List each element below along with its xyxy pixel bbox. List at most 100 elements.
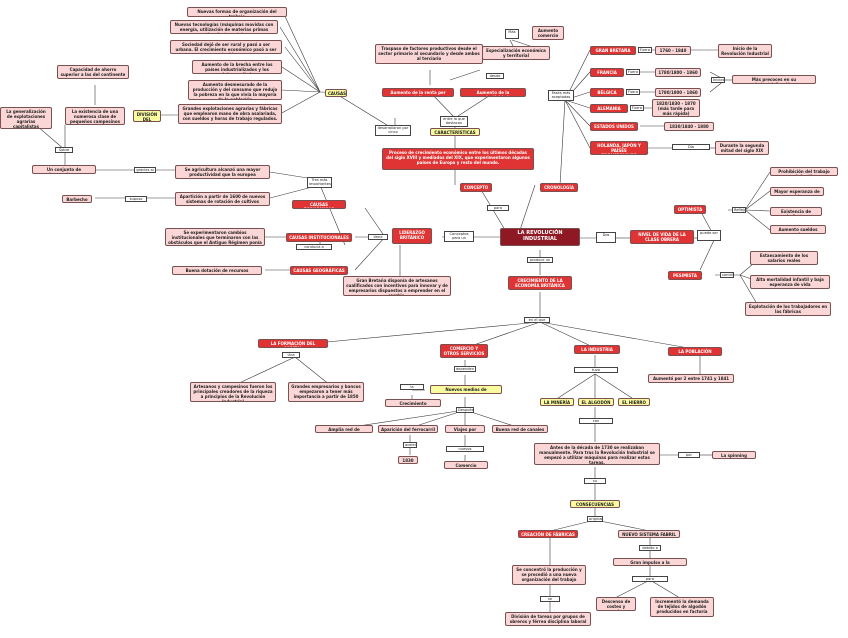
- node-gran-bretana[interactable]: GRAN BRETAÑA: [590, 46, 636, 55]
- node-revolucion-industrial[interactable]: LA REVOLUCIÓN INDUSTRIAL: [500, 228, 580, 246]
- node-causas[interactable]: CAUSAS: [325, 89, 347, 97]
- node-ahorro[interactable]: Capacidad de ahorro superior a las del c…: [57, 65, 129, 79]
- link-label-dentro: tiene: [368, 234, 388, 240]
- node-productividad[interactable]: Aumento de la productividad: [460, 88, 526, 97]
- link-label-proporc: por ejemplo: [678, 452, 700, 458]
- node-comercio-exterior[interactable]: Comercio exterior: [444, 461, 488, 469]
- node-pes-2[interactable]: Alta mortalidad infantil y baja esperanz…: [750, 275, 830, 289]
- node-creacion-fabricas[interactable]: CREACIÓN DE FÁBRICAS: [518, 530, 578, 538]
- node-causas-institucionales[interactable]: CAUSAS INSTITUCIONALES: [286, 233, 352, 242]
- node-concepto[interactable]: CONCEPTO: [460, 183, 492, 192]
- node-division-tareas[interactable]: División de tareas por grupos de obreros…: [505, 612, 591, 626]
- node-1830[interactable]: 1830: [398, 456, 418, 464]
- node-demanda[interactable]: Incrementó la demanda de tejidos de algo…: [650, 597, 714, 617]
- node-red-canales[interactable]: Buena red de canales: [492, 425, 548, 433]
- node-viajes-barco[interactable]: Viajes por barco: [445, 425, 485, 433]
- node-causas-economicas[interactable]: CAUSAS ECONÓMICAS: [292, 200, 346, 209]
- node-proceso[interactable]: Proceso de crecimiento económico entre l…: [382, 148, 534, 170]
- node-division-trabajo[interactable]: DIVISIÓN DEL TRABAJO: [133, 110, 161, 122]
- node-formacion-capital[interactable]: LA FORMACIÓN DEL CAPITAL: [258, 339, 328, 348]
- node-causas-geograficas[interactable]: CAUSAS GEOGRÁFICAS: [290, 266, 348, 275]
- node-belgica[interactable]: BÉLGICA: [590, 88, 624, 97]
- node-cambios-institucionales[interactable]: Se experimentaron cambios institucionale…: [165, 228, 265, 246]
- node-comercio[interactable]: COMERCIO Y OTROS SERVICIOS: [440, 344, 488, 358]
- node-inventos[interactable]: Antes de la década de 1730 se realizaban…: [534, 443, 660, 465]
- node-consecuencias[interactable]: CONSECUENCIAS: [570, 500, 620, 508]
- node-pes-3[interactable]: Explotación de los trabajadores en las f…: [745, 302, 831, 316]
- node-red-carreteras[interactable]: Amplia red de carreteras: [315, 425, 373, 433]
- node-be-years[interactable]: 1780/1800 - 1860: [655, 88, 701, 97]
- node-hierro[interactable]: EL HIERRO: [618, 398, 650, 406]
- node-poblacion-texto[interactable]: Aumentó por 2 entre 1741 y 1841: [648, 374, 734, 383]
- node-traspaso[interactable]: Traspaso de factores productivos desde e…: [375, 44, 483, 64]
- node-artesanos[interactable]: Artesanos y campesinos fueron los princi…: [190, 382, 276, 402]
- node-recursos-naturales[interactable]: Buena dotación de recursos naturales: [172, 266, 262, 275]
- node-opt-2[interactable]: Mayor esperanza de vida: [770, 187, 824, 196]
- node-liderazgo[interactable]: LIDERAZGO BRITÁNICO: [392, 228, 432, 244]
- node-opt-3[interactable]: Existencia de sindicatos: [770, 207, 822, 216]
- node-alemania[interactable]: ALEMANIA: [590, 104, 628, 113]
- node-pesimista[interactable]: PESIMISTA: [668, 271, 702, 280]
- node-opt-1[interactable]: Prohibición del trabajo infantil: [770, 167, 838, 176]
- node-barbecho[interactable]: Barbecho: [62, 195, 92, 203]
- node-gb-years[interactable]: 1760 - 1840: [655, 46, 691, 55]
- node-nuevas-tecnologias[interactable]: Nuevas tecnologías (máquinas movidas con…: [170, 20, 278, 34]
- node-precoces[interactable]: Más precoces en su industrialización: [732, 75, 816, 84]
- node-grandes-empresarios[interactable]: Grandes empresarios y bancos empezaron a…: [288, 382, 364, 402]
- node-fr-years[interactable]: 1780/1800 - 1860: [655, 68, 701, 77]
- node-sociedad[interactable]: Sociedad dejó de ser rural y pasó a ser …: [170, 40, 282, 54]
- node-impulso[interactable]: Gran impulso a la productividad: [613, 558, 687, 566]
- node-crecimiento-economico[interactable]: Crecimiento económico: [385, 399, 441, 407]
- node-conjunto-innovaciones[interactable]: Un conjunto de innovaciones: [32, 165, 96, 174]
- node-opt-4[interactable]: Aumento sueldos reales: [770, 225, 826, 234]
- node-crecimiento[interactable]: CRECIMIENTO DE LA ECONOMÍA BRITÁNICA: [508, 276, 572, 290]
- node-aumento-comercio[interactable]: Aumento comercio: [532, 26, 564, 40]
- node-renta-per-capita[interactable]: Aumento de la renta per cápita: [382, 88, 454, 97]
- node-spinning-jenny[interactable]: La spinning jenny: [712, 451, 756, 459]
- link-label-fr: Fuera: [626, 69, 640, 75]
- node-grandes-explotaciones[interactable]: Grandes explotaciones agrarias y fábrica…: [178, 104, 282, 124]
- node-caracteristicas[interactable]: CARACTERÍSTICAS: [430, 128, 480, 136]
- node-gb-inicio[interactable]: Inicio de la Revolución Industrial: [718, 44, 772, 58]
- node-cronologia[interactable]: CRONOLOGÍA: [540, 183, 578, 192]
- node-al-years[interactable]: 1820/1830 - 1870 (más tarde para más ráp…: [652, 99, 700, 117]
- node-aumento-produccion[interactable]: Aumento desmesurado de la producción y d…: [188, 80, 282, 100]
- link-label-que: en el que: [524, 317, 550, 323]
- node-descenso[interactable]: Descenso de costes y precios: [596, 597, 636, 611]
- link-label-tuvo: tuvo: [574, 367, 618, 373]
- node-pes-1[interactable]: Estancamiento de los salarios reales: [750, 251, 818, 265]
- node-fabricas-texto[interactable]: Se concentró la producción y se procedió…: [512, 565, 586, 585]
- node-nuevos-medios[interactable]: Nuevos medios de transporte: [430, 385, 502, 394]
- node-holanda[interactable]: HOLANDA, JAPÓN Y PAÍSES ESCANDINAVOS: [590, 141, 648, 155]
- link-label-desarrollaron: desarrollaron por cinco: [375, 125, 411, 136]
- node-mineria[interactable]: LA MINERÍA: [540, 398, 574, 406]
- link-label-aceleradas: aceleradas: [403, 442, 417, 448]
- node-holanda-note[interactable]: Durante la segunda mitad del siglo XIX: [715, 141, 769, 155]
- node-algodon[interactable]: EL ALGODÓN: [578, 398, 614, 406]
- node-francia[interactable]: FRANCIA: [590, 68, 624, 77]
- link-label-produce: produce un: [527, 257, 553, 263]
- node-nuevas-formas[interactable]: Nuevas formas de organización del trabaj…: [187, 7, 287, 17]
- link-label-tres: Tres más importantes: [307, 177, 332, 188]
- node-nivel-de-vida[interactable]: NIVEL DE VIDA DE LA CLASE OBRERA: [630, 230, 694, 244]
- link-label-diferentes: Conceptos para un: [444, 231, 474, 242]
- node-explotaciones-agrarias[interactable]: La generalización de explotaciones agrar…: [0, 107, 52, 129]
- node-nuevo-sistema[interactable]: NUEVO SISTEMA FABRIL: [618, 530, 680, 538]
- node-pequenos-campesinos[interactable]: La existencia de una numerosa clase de p…: [65, 107, 125, 125]
- node-industria[interactable]: LA INDUSTRIA: [574, 345, 620, 354]
- node-rotacion[interactable]: Apartición a partir de 1600 de nuevos si…: [175, 192, 270, 206]
- link-label-una: Una: [282, 352, 300, 358]
- node-poblacion[interactable]: LA POBLACIÓN: [668, 347, 722, 356]
- link-label-mas-precoces: Inicios: [711, 77, 725, 83]
- node-agricultura[interactable]: Se agricultura alcanzó una mayor product…: [175, 165, 270, 179]
- node-ferrocarril[interactable]: Aparición del ferrocarril: [378, 425, 438, 433]
- node-especializacion[interactable]: Especialización económica y territorial: [482, 46, 550, 60]
- node-eu-years[interactable]: 1830/1840 - 1880: [664, 122, 714, 131]
- node-artesanos-gb[interactable]: Gran Bretaña disponía de artesanos cuali…: [343, 276, 451, 296]
- node-estados-unidos[interactable]: ESTADOS UNIDOS: [590, 122, 638, 131]
- node-optimista[interactable]: OPTIMISTA: [674, 205, 706, 214]
- link-label-sobre: Sobre: [55, 147, 73, 153]
- link-label-para: para: [487, 205, 509, 211]
- node-brecha[interactable]: Aumento de la brecha entre los países in…: [192, 60, 282, 74]
